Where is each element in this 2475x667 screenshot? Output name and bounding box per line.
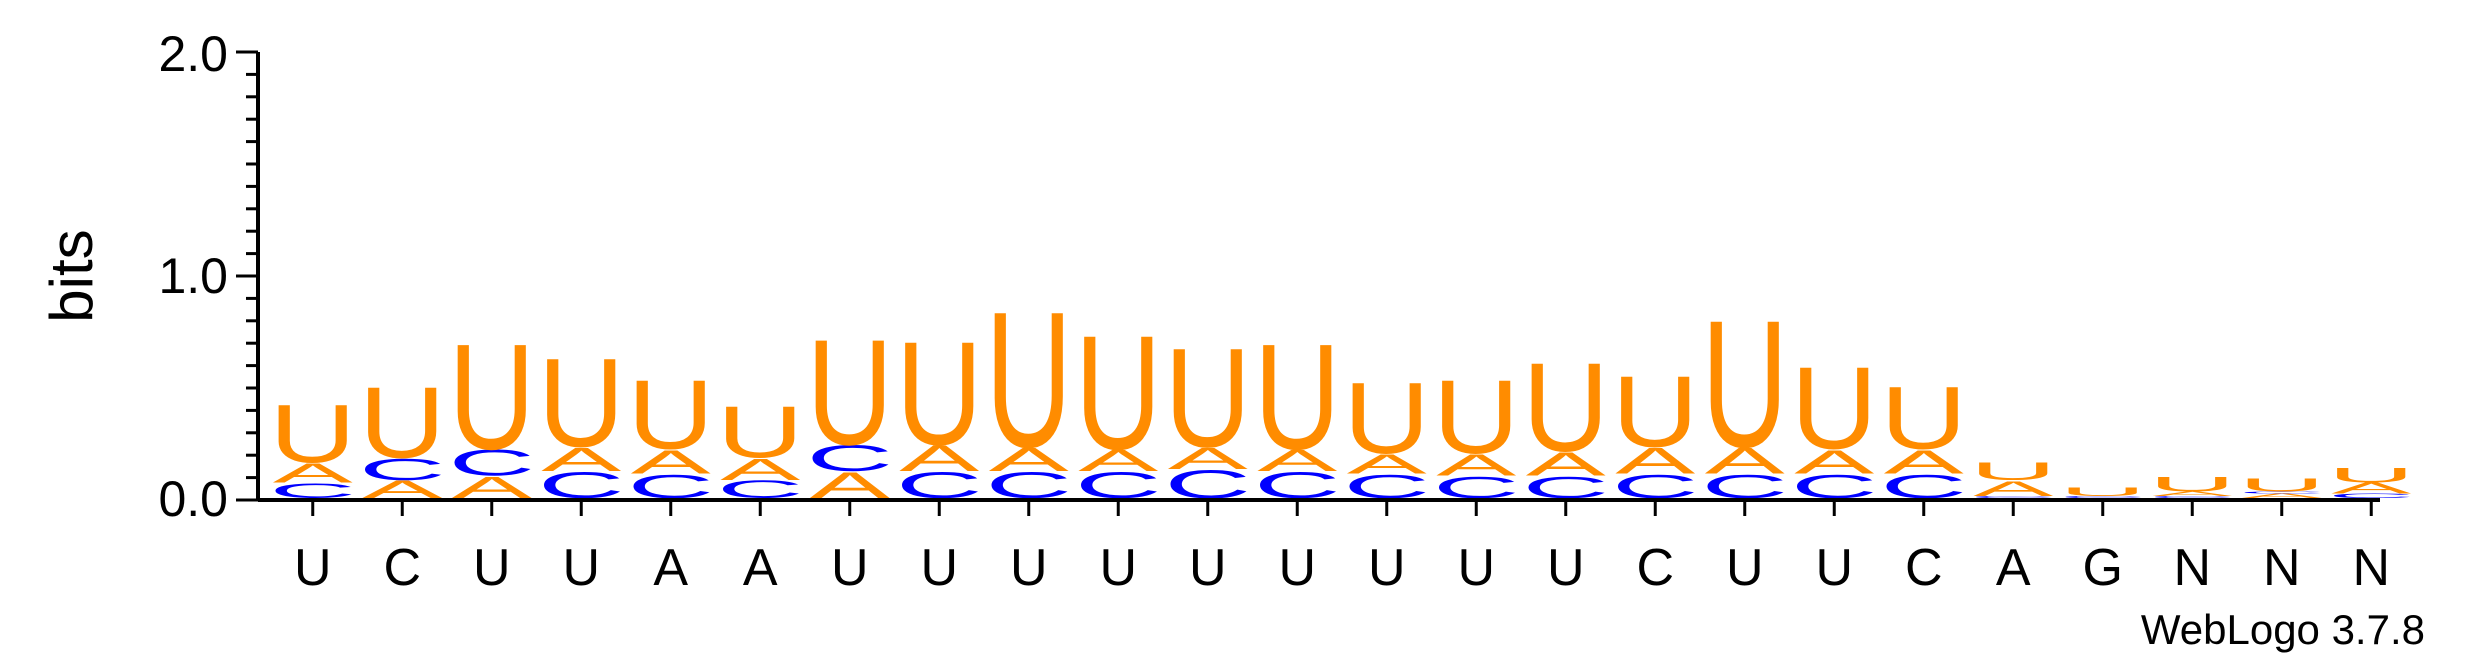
- logo-glyph-a: A: [631, 443, 711, 481]
- logo-glyph-a: A: [2331, 480, 2411, 497]
- logo-glyph-u: U: [269, 387, 356, 479]
- logo-glyph-u: U: [1254, 313, 1341, 481]
- logo-glyph-a: A: [2242, 492, 2323, 499]
- logo-glyph-u: U: [1970, 458, 2057, 485]
- y-tick-label: 2.0: [158, 26, 228, 82]
- logo-glyph-u: U: [1075, 303, 1162, 484]
- logo-glyph-u: U: [806, 308, 893, 476]
- logo-glyph-c: C: [359, 452, 446, 486]
- x-tick-label: U: [294, 539, 332, 597]
- x-tick-label: U: [1726, 539, 1764, 597]
- x-tick-label: U: [1278, 539, 1316, 597]
- logo-glyph-a: A: [1794, 443, 1874, 481]
- x-tick-label: A: [653, 539, 688, 597]
- logo-glyph-a: A: [1436, 448, 1517, 482]
- logo-glyph-u: U: [1701, 283, 1788, 486]
- y-tick-label: 0.0: [158, 471, 228, 527]
- logo-glyph-u: U: [1791, 344, 1878, 474]
- logo-glyph-a: A: [720, 452, 801, 486]
- logo-glyph-a: A: [1078, 443, 1159, 477]
- x-tick-label: U: [1368, 539, 1406, 597]
- y-axis-label: bits: [38, 229, 105, 322]
- x-ticks: [311, 500, 2373, 516]
- x-tick-label: G: [2083, 539, 2123, 597]
- logo-glyph-u: U: [1343, 361, 1430, 475]
- x-tick-label: N: [2173, 539, 2211, 597]
- logo-glyph-u: U: [2328, 463, 2415, 487]
- logo-glyph-u: U: [1164, 318, 1251, 476]
- logo-glyph-u: U: [1612, 354, 1699, 468]
- x-tick-label: U: [1010, 539, 1048, 597]
- x-tick-label: U: [920, 539, 958, 597]
- x-tick-label: U: [1815, 539, 1853, 597]
- logo-glyph-a: A: [541, 440, 621, 478]
- logo-glyph-u: U: [985, 272, 1072, 488]
- logo-glyph-u: U: [2059, 485, 2146, 499]
- logo-glyph-c: C: [2238, 491, 2325, 494]
- x-tick-label: C: [1636, 539, 1674, 597]
- logo-glyph-c: C: [806, 438, 893, 479]
- weblogo-version-label: WebLogo 3.7.8: [2141, 606, 2425, 653]
- y-tick-label: 1.0: [158, 248, 228, 304]
- logo-glyph-c: C: [269, 479, 356, 503]
- x-tick-label: A: [743, 539, 778, 597]
- x-tick-label: U: [1099, 539, 1137, 597]
- logo-glyph-u: U: [896, 312, 983, 477]
- logo-glyph-a: A: [1973, 477, 2054, 501]
- x-tick-label: U: [1457, 539, 1495, 597]
- logo-glyph-c: C: [2328, 492, 2415, 499]
- x-tick-label: N: [2352, 539, 2390, 597]
- x-tick-label: C: [1905, 539, 1943, 597]
- x-tick-label: C: [383, 539, 421, 597]
- logo-glyph-u: U: [1433, 358, 1520, 475]
- x-tick-label: U: [1547, 539, 1585, 597]
- x-tick-label: N: [2263, 539, 2301, 597]
- logo-glyph-u: U: [448, 313, 535, 481]
- logo-glyph-a: A: [1705, 440, 1786, 481]
- logo-glyph-a: A: [1347, 449, 1427, 480]
- logo-glyph-a: A: [899, 438, 980, 479]
- logo-glyph-u: U: [1880, 369, 1967, 468]
- x-tick-label: U: [473, 539, 511, 597]
- x-tick-label: A: [1996, 539, 2031, 597]
- x-tick-label: U: [562, 539, 600, 597]
- logo-glyph-u: U: [2238, 475, 2325, 496]
- logo-glyph-c: C: [448, 442, 535, 483]
- logo-glyph-c: C: [2149, 495, 2236, 498]
- logo-glyph-a: A: [2152, 490, 2233, 497]
- logo-glyph-u: U: [359, 365, 446, 479]
- logo-glyph-u: U: [1522, 338, 1609, 478]
- logo-glyph-a: A: [1526, 445, 1606, 483]
- logo-glyph-u: U: [2149, 472, 2236, 496]
- logo-glyph-c: C: [2059, 495, 2146, 498]
- logo-glyph-a: A: [989, 440, 1069, 478]
- x-tick-label: U: [831, 539, 869, 597]
- y-ticks: [236, 50, 258, 502]
- logo-glyph-a: A: [1257, 443, 1338, 477]
- logo-glyph-u: U: [538, 334, 625, 474]
- logo-glyph-a: A: [1615, 440, 1696, 481]
- logo-glyph-a: A: [273, 458, 353, 489]
- y-axis: 0.0 1.0 2.0 bits: [38, 26, 260, 527]
- logo-glyph-a: A: [1168, 441, 1249, 475]
- logo-glyph-c: C: [1970, 495, 2057, 498]
- logo-glyph-u: U: [717, 392, 804, 474]
- logo-glyph-a: A: [1884, 443, 1964, 481]
- logo-glyph-u: U: [627, 361, 714, 470]
- x-tick-label: U: [1189, 539, 1227, 597]
